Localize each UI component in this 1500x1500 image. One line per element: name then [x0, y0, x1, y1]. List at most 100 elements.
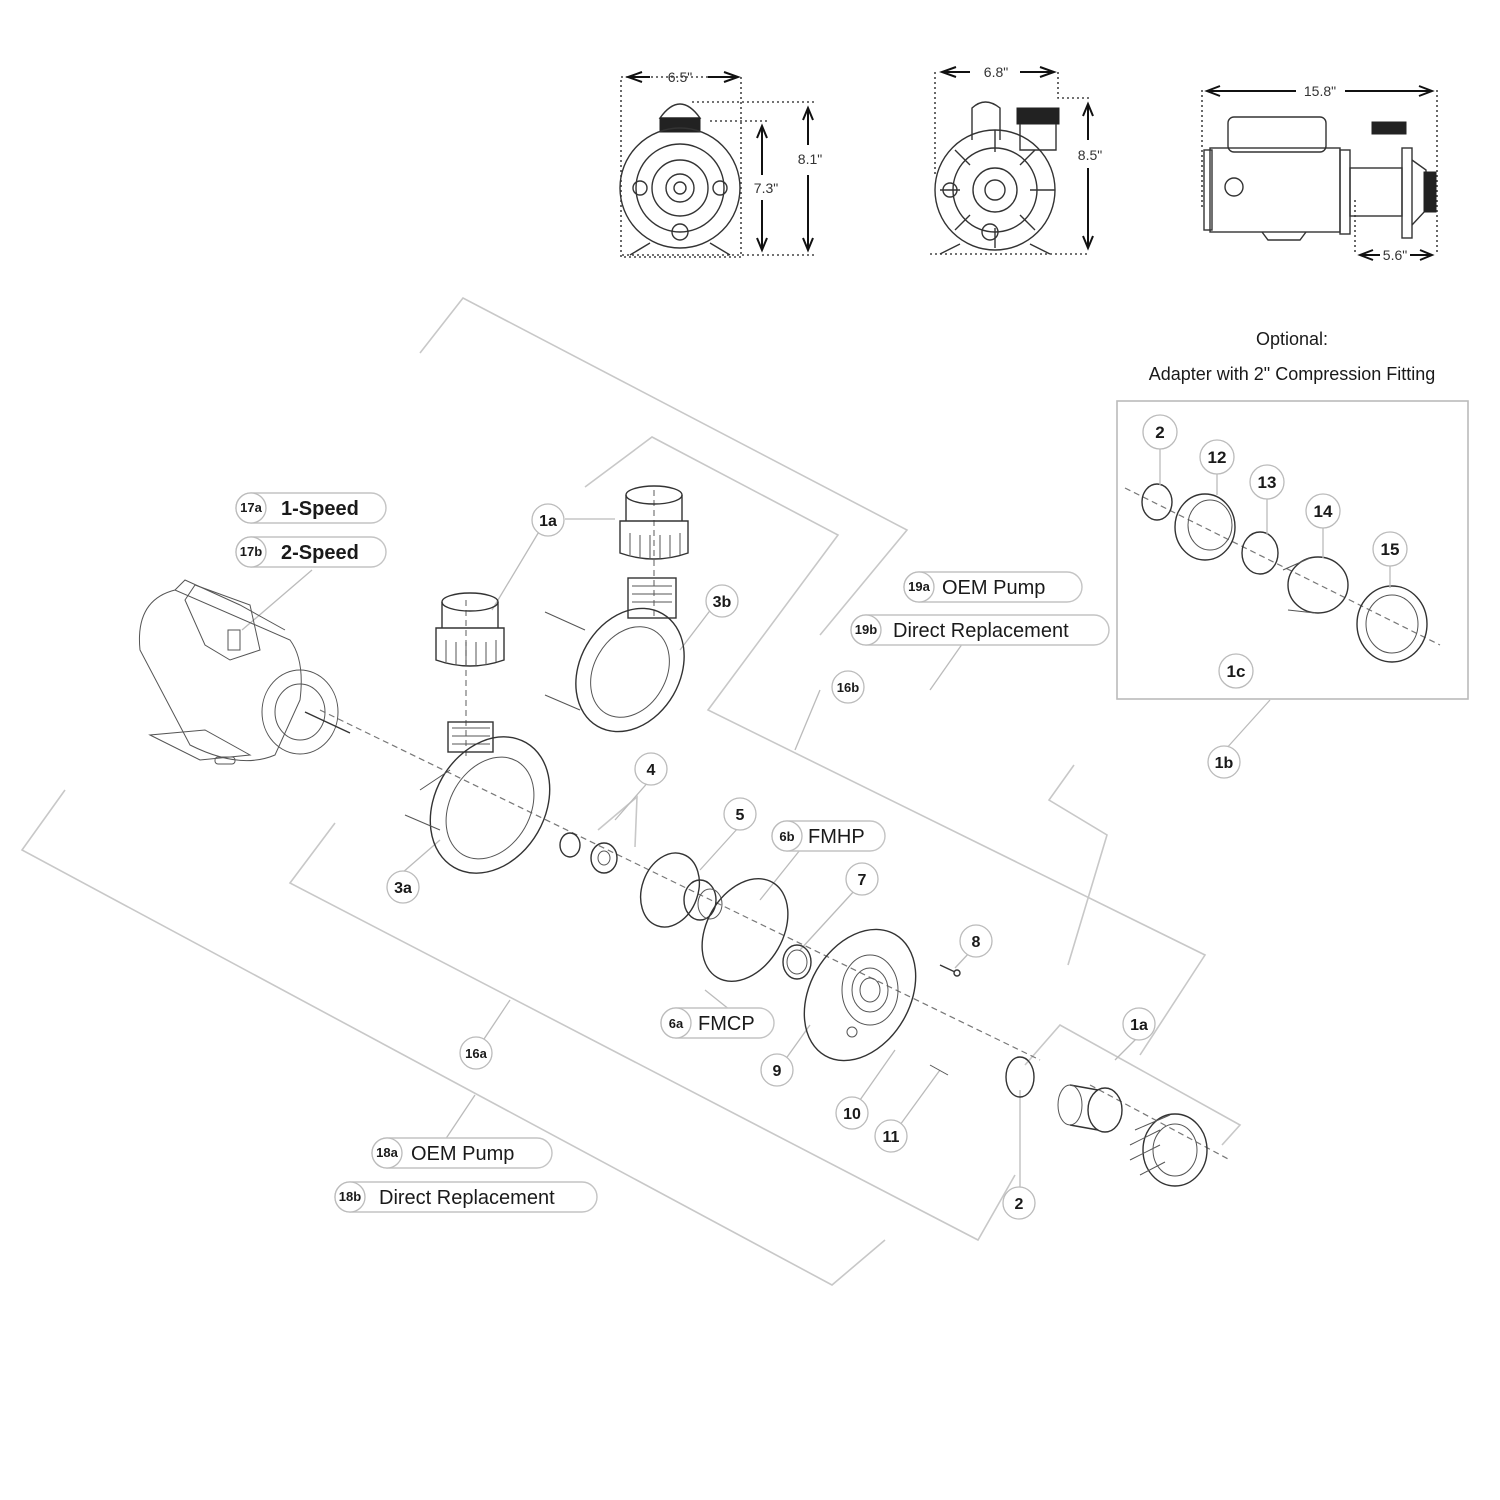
height-total-label: 8.1" — [798, 151, 822, 167]
svg-text:18a: 18a — [376, 1145, 398, 1160]
badge-3a[interactable]: 3a — [386, 870, 420, 904]
pill-18b-direct-replacement[interactable]: 18b Direct Replacement — [334, 1181, 598, 1213]
svg-text:17b: 17b — [240, 544, 262, 559]
optional-adapter-section: Optional: Adapter with 2" Compression Fi… — [1116, 329, 1469, 700]
badge-1b[interactable]: 1b — [1207, 745, 1241, 779]
length-total-label: 15.8" — [1304, 83, 1336, 99]
optional-title: Optional: — [1256, 329, 1328, 349]
bracket-4-seal — [597, 795, 638, 848]
badge-10[interactable]: 10 — [835, 1096, 869, 1130]
union-fitting-top-right — [619, 485, 689, 560]
svg-text:19b: 19b — [855, 622, 877, 637]
svg-text:5: 5 — [736, 807, 745, 824]
svg-text:1c: 1c — [1227, 662, 1246, 681]
svg-text:1a: 1a — [1130, 1017, 1148, 1034]
leader-lines — [241, 518, 1281, 1190]
badge-16a[interactable]: 16a — [459, 1036, 493, 1070]
badge-5[interactable]: 5 — [723, 797, 757, 831]
badge-11[interactable]: 11 — [874, 1119, 908, 1153]
svg-text:9: 9 — [773, 1063, 782, 1080]
width-label: 6.5" — [668, 69, 692, 85]
optional-subtitle: Adapter with 2" Compression Fitting — [1149, 364, 1436, 384]
badge-8[interactable]: 8 — [959, 924, 993, 958]
svg-text:13: 13 — [1258, 473, 1277, 492]
svg-text:3a: 3a — [394, 880, 412, 897]
svg-text:8: 8 — [972, 934, 981, 951]
volute-3b — [544, 577, 685, 733]
plug-11 — [929, 1064, 949, 1076]
svg-text:16b: 16b — [837, 680, 859, 695]
svg-text:2: 2 — [1015, 1196, 1024, 1213]
front-view-a: 6.5" 8.1" 7.3" — [619, 69, 822, 258]
badge-7[interactable]: 7 — [845, 862, 879, 896]
bracket-18-pump — [20, 789, 886, 1286]
badge-2-bottom[interactable]: 2 — [1002, 1186, 1036, 1220]
bracket-19-assembly — [419, 296, 909, 636]
svg-text:14: 14 — [1314, 502, 1333, 521]
svg-text:FMCP: FMCP — [698, 1013, 755, 1035]
svg-text:4: 4 — [647, 762, 656, 779]
volute-3a — [404, 721, 551, 874]
svg-text:11: 11 — [883, 1129, 900, 1146]
svg-text:18b: 18b — [339, 1189, 361, 1204]
badge-14[interactable]: 14 — [1305, 493, 1341, 529]
wet-end-length-label: 5.6" — [1383, 247, 1407, 263]
svg-text:6a: 6a — [669, 1016, 684, 1031]
gasket-6 — [701, 878, 789, 982]
svg-text:1a: 1a — [539, 513, 557, 530]
svg-text:OEM Pump: OEM Pump — [411, 1143, 514, 1165]
pill-6b-fmhp[interactable]: 6b FMHP — [771, 820, 886, 852]
width-arrow-right — [708, 71, 741, 83]
badge-9[interactable]: 9 — [760, 1053, 794, 1087]
pill-17b-2-speed[interactable]: 17b 2-Speed — [235, 536, 387, 568]
ring-7 — [782, 944, 812, 980]
badge-1a-bottom[interactable]: 1a — [1122, 1007, 1156, 1041]
motor — [138, 579, 351, 765]
svg-text:2: 2 — [1155, 423, 1164, 442]
pill-6a-fmcp[interactable]: 6a FMCP — [660, 1007, 775, 1039]
badge-15[interactable]: 15 — [1372, 531, 1408, 567]
svg-text:FMHP: FMHP — [808, 826, 865, 848]
svg-text:12: 12 — [1208, 448, 1227, 467]
badge-12[interactable]: 12 — [1199, 439, 1235, 475]
badge-13[interactable]: 13 — [1249, 464, 1285, 500]
bracket-1a-union — [1024, 1023, 1242, 1146]
bracket-16a-wet-end — [288, 822, 1016, 1242]
bracket-16b-inner — [1047, 764, 1108, 966]
width-extent-box — [620, 76, 742, 258]
badge-1c[interactable]: 1c — [1218, 653, 1254, 689]
width-arrow-left — [625, 71, 650, 83]
side-view: 15.8" 5.6" — [1201, 83, 1438, 263]
badge-2-optional[interactable]: 2 — [1142, 414, 1178, 450]
svg-text:17a: 17a — [240, 500, 262, 515]
badge-4[interactable]: 4 — [634, 752, 668, 786]
svg-text:16a: 16a — [465, 1046, 487, 1061]
faceplate-9 — [803, 928, 917, 1062]
svg-text:15: 15 — [1381, 540, 1400, 559]
svg-text:6b: 6b — [779, 829, 794, 844]
badge-16b[interactable]: 16b — [831, 670, 865, 704]
pill-17a-1-speed[interactable]: 17a 1-Speed — [235, 492, 387, 524]
pill-19b-direct-replacement[interactable]: 19b Direct Replacement — [850, 614, 1110, 646]
front-view-b: 6.8" 8.5" — [930, 64, 1102, 255]
svg-text:7: 7 — [858, 872, 867, 889]
union-fitting-top-left — [435, 592, 505, 667]
optional-adapter-box — [1116, 400, 1469, 700]
svg-text:OEM Pump: OEM Pump — [942, 577, 1045, 599]
svg-text:2-Speed: 2-Speed — [281, 542, 359, 564]
pill-18a-oem-pump[interactable]: 18a OEM Pump — [371, 1137, 553, 1169]
svg-text:3b: 3b — [713, 594, 732, 611]
height-total-label: 8.5" — [1078, 147, 1102, 163]
svg-text:10: 10 — [843, 1106, 861, 1123]
screw-8 — [939, 964, 961, 977]
bracket-16b-wet-end — [584, 436, 1207, 1056]
svg-text:19a: 19a — [908, 579, 930, 594]
svg-text:Direct Replacement: Direct Replacement — [893, 620, 1069, 642]
pill-19a-oem-pump[interactable]: 19a OEM Pump — [903, 571, 1083, 603]
badge-3b[interactable]: 3b — [705, 584, 739, 618]
union-fitting-bottom-right — [1005, 1056, 1208, 1187]
badge-1a-top[interactable]: 1a — [531, 503, 565, 537]
width-label: 6.8" — [984, 64, 1008, 80]
impeller-5 — [639, 852, 723, 928]
